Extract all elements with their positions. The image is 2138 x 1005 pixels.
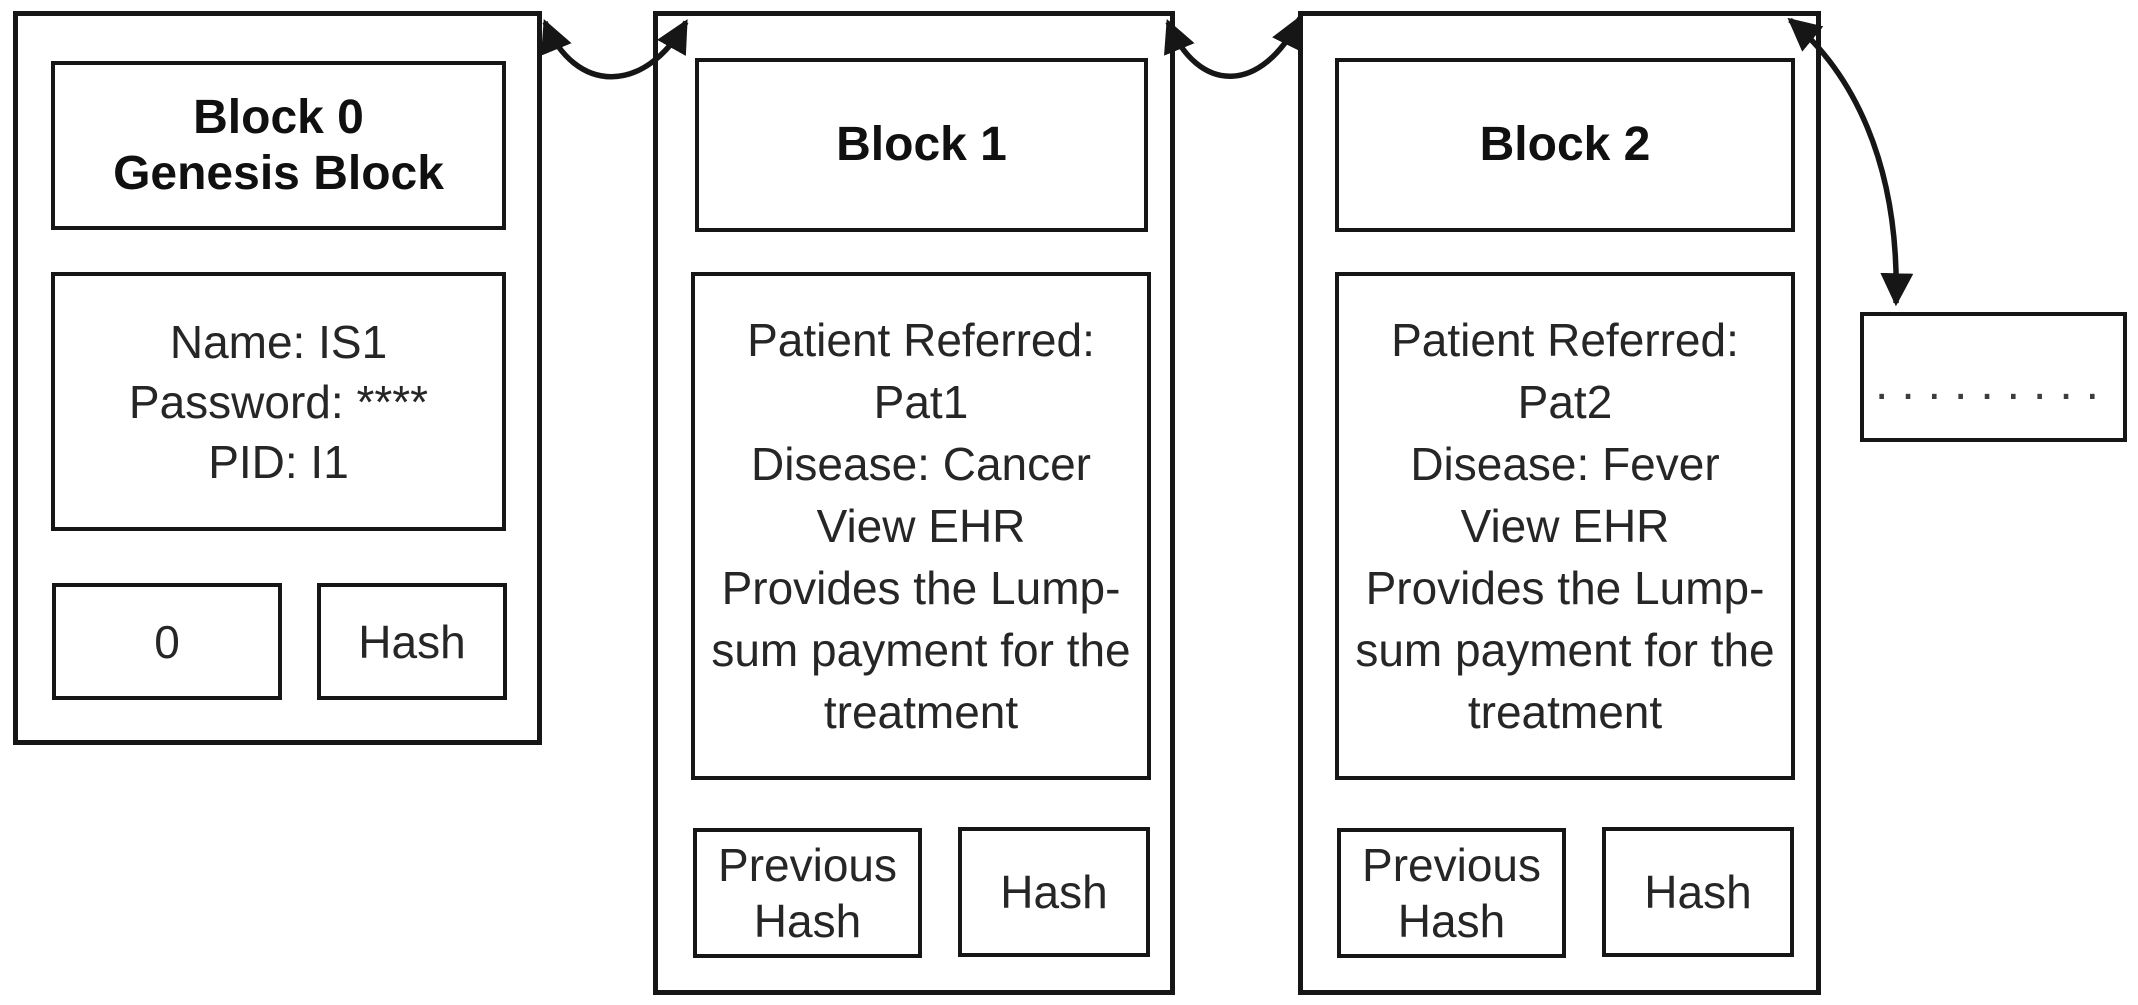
block-title-line: Genesis Block: [113, 146, 444, 200]
continuation-box: .........: [1860, 312, 2127, 442]
block0-hash-box: Hash: [317, 583, 507, 700]
content-line: Provides the Lump-: [721, 562, 1121, 614]
block0-credentials-box: Name: IS1 Password: **** PID: I1: [51, 272, 506, 531]
hash-label: Hash: [358, 615, 466, 668]
block2-transaction-box: Patient Referred: Pat2 Disease: Fever Vi…: [1335, 272, 1795, 780]
block1-transaction-box: Patient Referred: Pat1 Disease: Cancer V…: [691, 272, 1151, 780]
content-line: Pat2: [1517, 376, 1613, 428]
block2-hash-box: Hash: [1602, 827, 1794, 957]
content-line: treatment: [823, 686, 1019, 738]
content-line: Password: ****: [128, 375, 429, 428]
prev-hash-label: Previous Hash: [718, 839, 897, 947]
prev-hash-label: 0: [154, 615, 180, 668]
link-arrow-block1-to-block2-icon: [1164, 15, 1303, 79]
block-1: Block 1 Patient Referred: Pat1 Disease: …: [653, 11, 1175, 995]
hash-label: Hash: [1000, 866, 1108, 918]
block-0-genesis: Block 0 Genesis Block Name: IS1 Password…: [13, 11, 542, 745]
block1-title-box: Block 1: [695, 58, 1148, 232]
block2-prev-hash-box: Previous Hash: [1337, 828, 1566, 958]
content-line: sum payment for the: [1355, 624, 1775, 676]
content-line: Provides the Lump-: [1365, 562, 1765, 614]
content-line: Patient Referred:: [1391, 314, 1739, 366]
block-title-line: Block 1: [836, 118, 1007, 171]
content-line: sum payment for the: [711, 624, 1131, 676]
content-line: treatment: [1467, 686, 1663, 738]
block2-title-box: Block 2: [1335, 58, 1795, 232]
content-line: Disease: Fever: [1410, 438, 1720, 490]
block-title-line: Block 0: [193, 90, 364, 144]
hash-label: Hash: [1644, 866, 1752, 918]
block-2: Block 2 Patient Referred: Pat2 Disease: …: [1298, 11, 1821, 995]
content-line: Name: IS1: [169, 315, 388, 368]
content-line: Patient Referred:: [747, 314, 1095, 366]
content-line: PID: I1: [208, 435, 349, 488]
block-title-line: Block 2: [1479, 118, 1651, 171]
block0-prev-hash-box: 0: [52, 583, 282, 700]
content-line: View EHR: [1460, 500, 1670, 552]
content-line: Disease: Cancer: [750, 438, 1092, 490]
block0-title-box: Block 0 Genesis Block: [51, 61, 506, 230]
block1-prev-hash-box: Previous Hash: [693, 828, 922, 958]
block1-hash-box: Hash: [958, 827, 1150, 957]
prev-hash-label: Previous Hash: [1362, 839, 1541, 947]
continuation-dots: .........: [1874, 357, 2113, 410]
content-line: Pat1: [873, 376, 969, 428]
content-line: View EHR: [816, 500, 1026, 552]
